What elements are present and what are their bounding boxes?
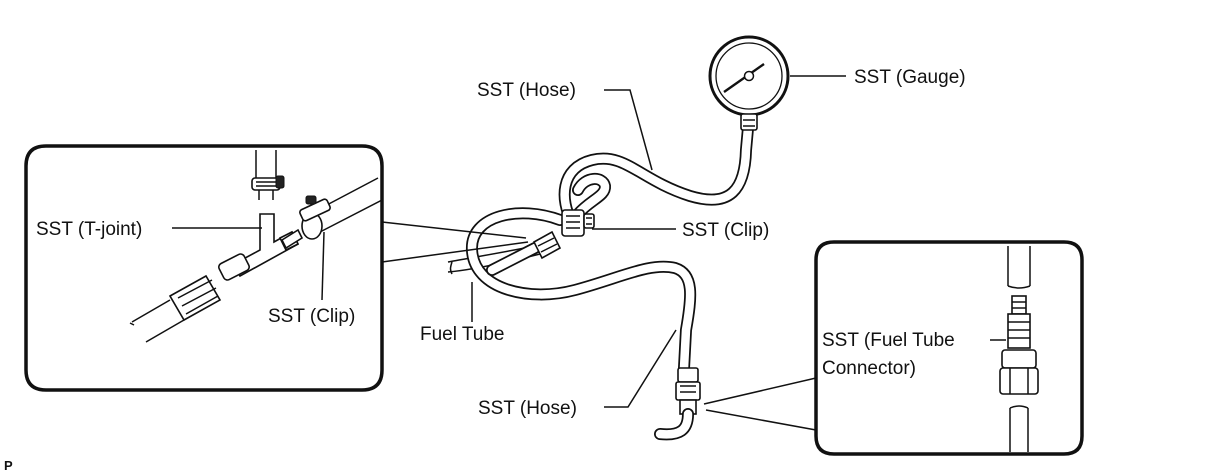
label-fuel-tube-connector-line2: Connector) (822, 358, 916, 379)
label-t-joint: SST (T-joint) (36, 219, 142, 240)
gauge-hose (558, 122, 754, 228)
pressure-gauge (708, 35, 790, 131)
label-hose-bottom: SST (Hose) (478, 398, 577, 419)
fuel-tube-connector-inset (703, 240, 1084, 456)
center-t-joint (532, 209, 585, 260)
label-fuel-tube: Fuel Tube (420, 324, 505, 345)
label-fuel-tube-connector-line1: SST (Fuel Tube (822, 330, 955, 351)
label-clip-inset: SST (Clip) (268, 306, 355, 327)
labels: SST (Hose) SST (Gauge) SST (T-joint) SST… (4, 67, 966, 473)
lower-fuel-tube-connector (654, 367, 701, 441)
leader-lines (172, 75, 1006, 408)
main-hose-assembly (447, 122, 754, 441)
label-gauge: SST (Gauge) (854, 67, 966, 88)
label-hose-top: SST (Hose) (477, 80, 576, 101)
lower-left-tube (486, 242, 541, 276)
corner-mark: P (4, 458, 13, 473)
t-joint-inset (24, 144, 529, 392)
loop-hose (466, 207, 697, 374)
center-clip (583, 213, 595, 229)
label-clip-main: SST (Clip) (682, 220, 769, 241)
